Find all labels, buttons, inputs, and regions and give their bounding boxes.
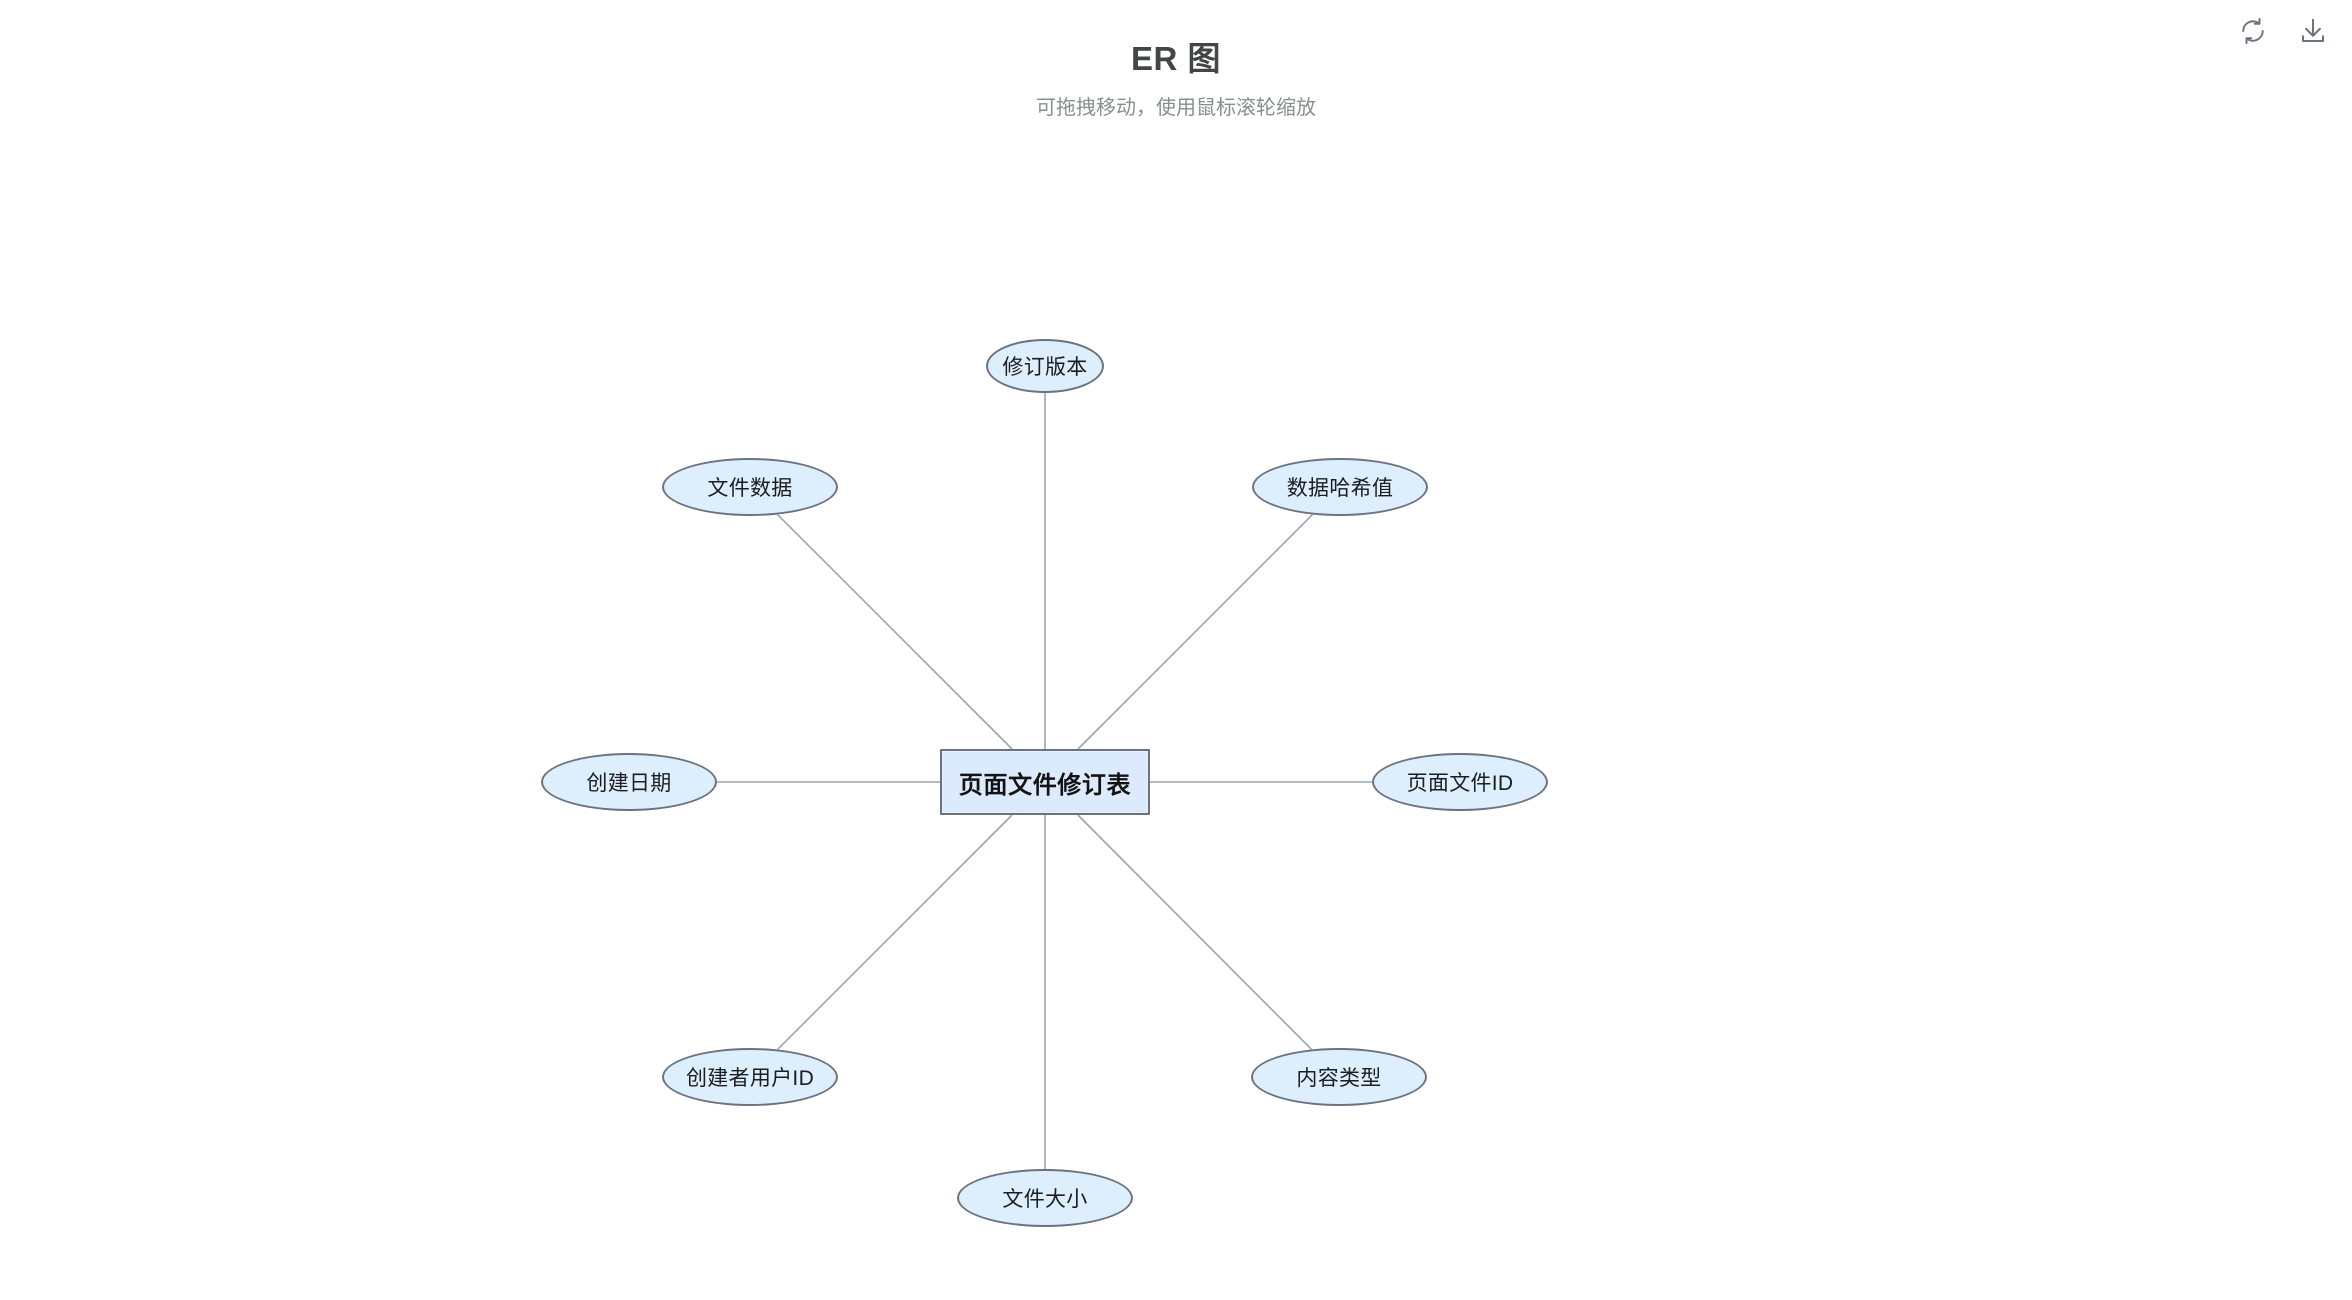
entity-node-page-file-revision-table-label: 页面文件修订表 xyxy=(958,771,1132,799)
attribute-node-page-file-id-label: 页面文件ID xyxy=(1406,772,1514,795)
refresh-button[interactable] xyxy=(2236,14,2270,48)
attribute-node-file-data[interactable]: 文件数据 xyxy=(662,458,838,516)
edge-page-file-revision-table-to-content-type xyxy=(1077,814,1313,1051)
attribute-node-page-file-id[interactable]: 页面文件ID xyxy=(1372,753,1548,811)
attribute-node-file-data-label: 文件数据 xyxy=(707,477,793,500)
attribute-node-content-type[interactable]: 内容类型 xyxy=(1251,1048,1427,1106)
edge-page-file-revision-table-to-creator-user-id xyxy=(776,814,1013,1051)
edge-page-file-revision-table-to-file-data xyxy=(776,513,1013,750)
attribute-node-creation-date-label: 创建日期 xyxy=(586,772,672,795)
attribute-node-revision-version-label: 修订版本 xyxy=(1002,356,1088,379)
attribute-node-creator-user-id-label: 创建者用户ID xyxy=(685,1067,815,1090)
refresh-icon xyxy=(2238,16,2268,46)
entity-node-page-file-revision-table[interactable]: 页面文件修订表 xyxy=(940,749,1150,815)
attribute-node-revision-version[interactable]: 修订版本 xyxy=(986,339,1104,393)
edge-page-file-revision-table-to-data-hash-value xyxy=(1077,513,1314,750)
download-button[interactable] xyxy=(2296,14,2330,48)
attribute-node-data-hash-value[interactable]: 数据哈希值 xyxy=(1252,458,1428,516)
attribute-node-creation-date[interactable]: 创建日期 xyxy=(541,753,717,811)
diagram-toolbar xyxy=(2236,14,2330,48)
attribute-node-content-type-label: 内容类型 xyxy=(1296,1067,1382,1090)
attribute-node-file-size[interactable]: 文件大小 xyxy=(957,1169,1133,1227)
attribute-node-creator-user-id[interactable]: 创建者用户ID xyxy=(662,1048,838,1106)
download-icon xyxy=(2298,16,2328,46)
attribute-node-data-hash-value-label: 数据哈希值 xyxy=(1286,477,1394,500)
attribute-node-file-size-label: 文件大小 xyxy=(1002,1188,1088,1211)
